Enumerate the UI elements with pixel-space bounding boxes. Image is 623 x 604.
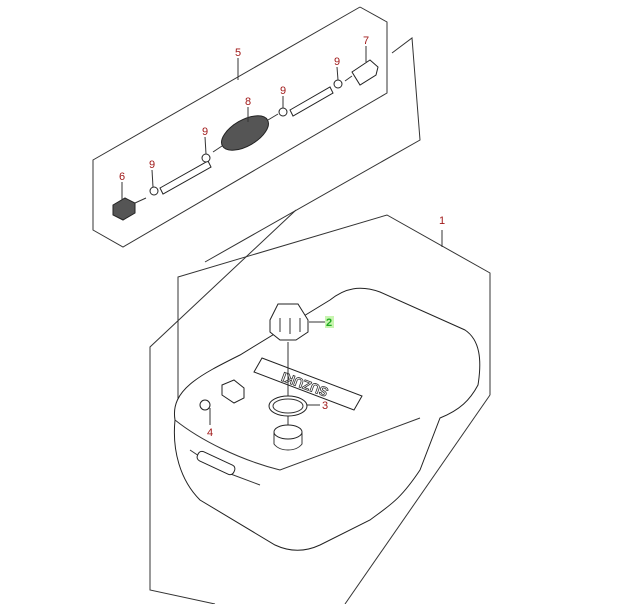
assembly-frame: [92, 6, 388, 248]
tank-frame-outer: [149, 209, 297, 604]
connector-4[interactable]: [199, 379, 245, 411]
callout-9[interactable]: 9: [202, 126, 208, 138]
callout-8[interactable]: 8: [245, 96, 251, 108]
clamp-9b[interactable]: [201, 153, 211, 163]
callout-9[interactable]: 9: [334, 56, 340, 68]
callout-2[interactable]: 2: [326, 317, 332, 329]
leader-frame-7: [204, 37, 421, 263]
callout-7[interactable]: 7: [363, 35, 369, 47]
callout-4[interactable]: 4: [207, 427, 213, 439]
hose-segment: [289, 86, 334, 117]
clamp-9a[interactable]: [149, 186, 159, 196]
fuel-cap-2[interactable]: [269, 303, 309, 341]
callout-3[interactable]: 3: [322, 400, 328, 412]
callout-9[interactable]: 9: [149, 159, 155, 171]
hose-connector-6[interactable]: [112, 197, 147, 221]
hose-segment: [159, 160, 212, 195]
callout-9[interactable]: 9: [280, 85, 286, 97]
callout-1[interactable]: 1: [439, 215, 445, 227]
tank-frame: [177, 214, 491, 422]
callout-6[interactable]: 6: [119, 171, 125, 183]
callout-5[interactable]: 5: [235, 47, 241, 59]
primer-bulb-8[interactable]: [212, 109, 279, 158]
filler-neck: [273, 424, 303, 451]
clamp-9c[interactable]: [278, 107, 288, 117]
clamp-9d[interactable]: [333, 79, 343, 89]
o-ring-3[interactable]: [268, 395, 308, 417]
callout-2-highlight: [325, 316, 334, 328]
tank-side-connector-7[interactable]: [344, 59, 379, 86]
brand-plate: [253, 357, 363, 411]
